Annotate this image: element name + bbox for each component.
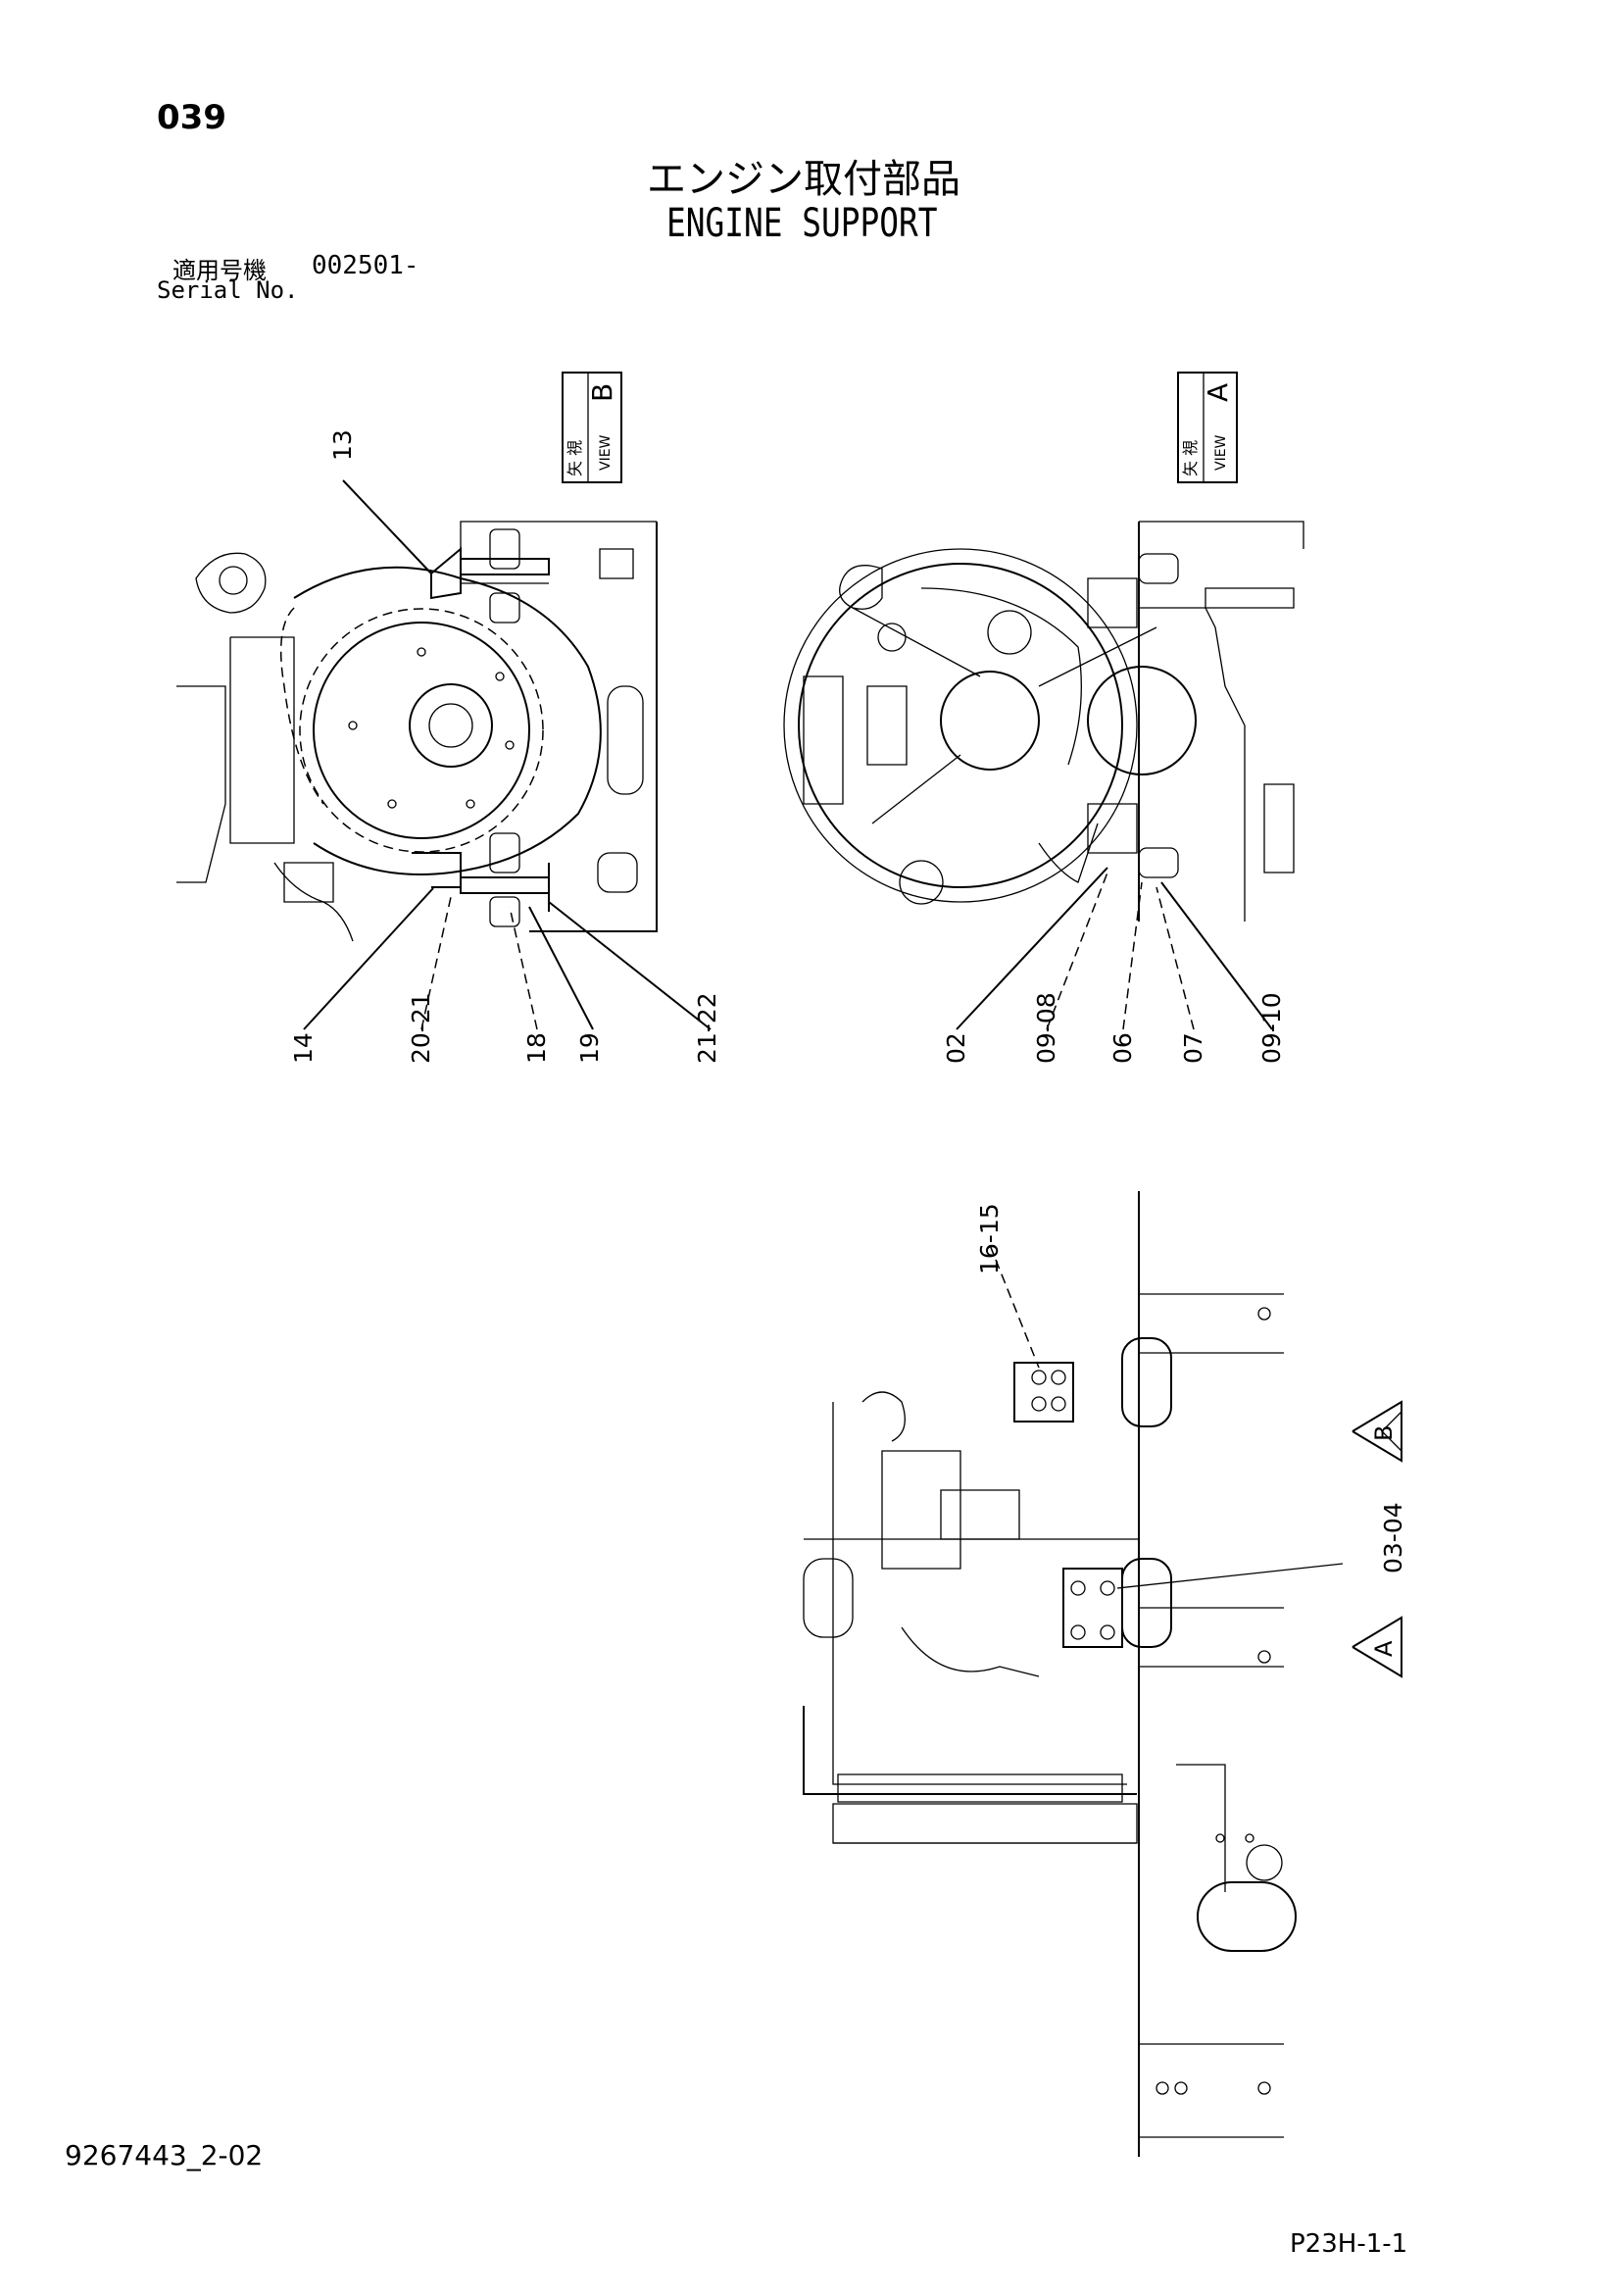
callout-14: 14 [289,1032,318,1064]
side-view-engine [804,1191,1343,2157]
drawing-number: 9267443_2-02 [65,2139,264,2171]
view-a-engine-front [784,522,1303,1029]
view-b-box: 矢 視 VIEW B [563,373,621,482]
view-a-kanji: 矢 視 [1181,440,1200,476]
title-japanese: エンジン取付部品 [647,157,960,202]
view-a-word: VIEW [1213,434,1229,471]
callout-02: 02 [942,1032,970,1064]
view-b-kanji: 矢 視 [566,440,584,476]
page-code: P23H-1-1 [1290,2229,1408,2259]
view-a-box: 矢 視 VIEW A [1178,373,1237,482]
view-b-engine-rear [176,480,711,1029]
callout-19: 19 [575,1032,604,1064]
title-english: ENGINE SUPPORT [666,201,938,246]
marker-b-letter: B [1370,1425,1398,1441]
marker-b: B [1352,1402,1402,1461]
callout-06: 06 [1108,1032,1137,1064]
callout-16-15: 16-15 [975,1203,1004,1274]
view-b-letter: B [586,383,618,402]
marker-a-letter: A [1370,1640,1398,1657]
page-number: 039 [157,98,226,137]
callout-09-10: 09-10 [1257,992,1286,1064]
callout-20-21: 20-21 [407,992,435,1064]
callout-03-04: 03-04 [1379,1502,1407,1573]
callout-13: 13 [328,429,357,461]
callout-18: 18 [522,1032,551,1064]
callout-09-08: 09-08 [1032,992,1060,1064]
view-b-word: VIEW [598,434,614,471]
serial-value: 002501- [312,251,419,280]
view-a-letter: A [1202,383,1234,402]
callout-21-22: 21-22 [693,992,721,1064]
serial-label-japanese: 適用号機 [172,257,267,284]
marker-a: A [1352,1618,1402,1676]
serial-label-english: Serial No. [157,276,299,304]
callout-07: 07 [1179,1032,1207,1064]
